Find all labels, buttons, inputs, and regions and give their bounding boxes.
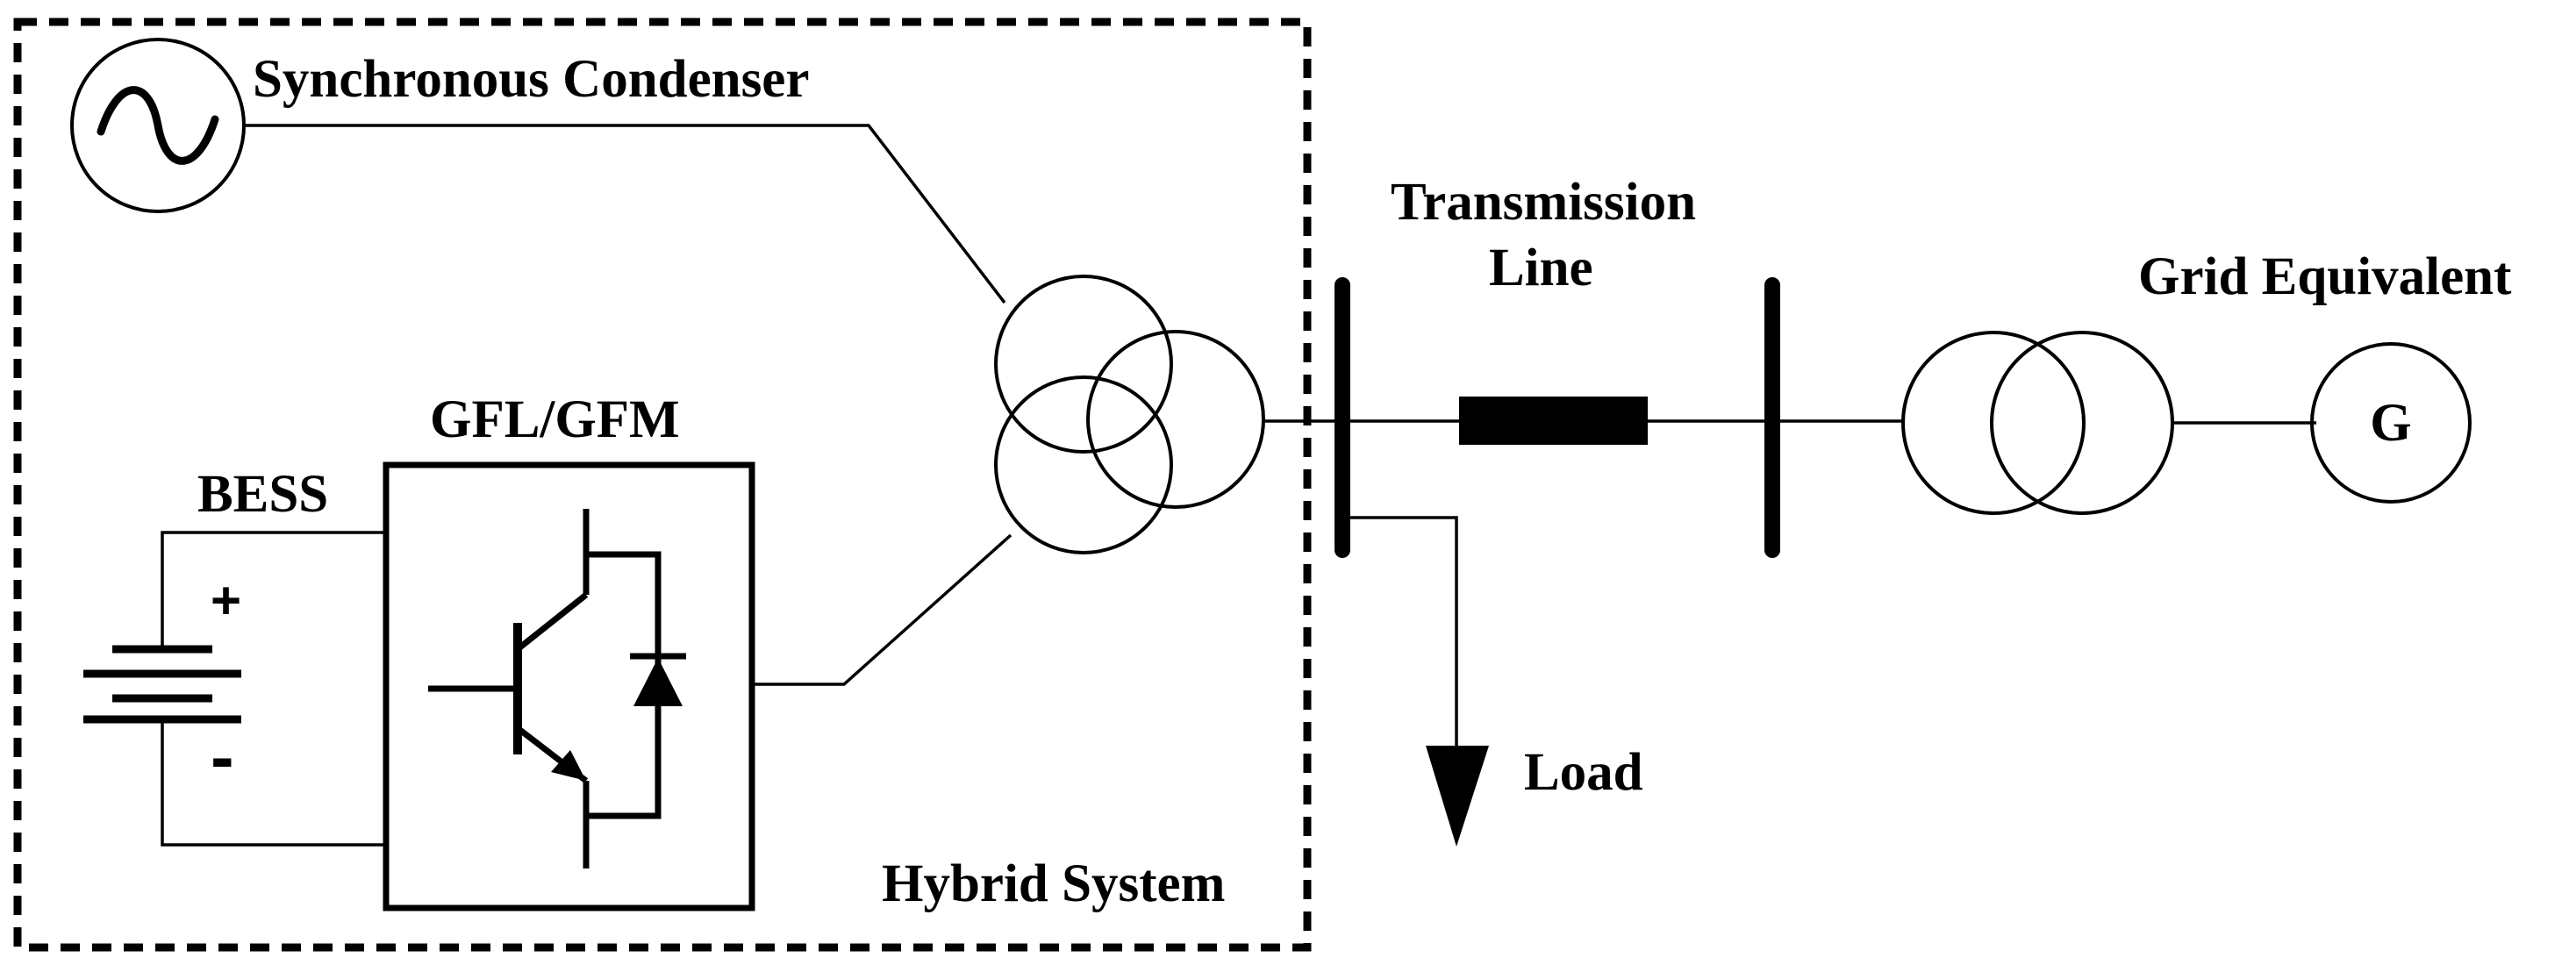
converter-label: GFL/GFM xyxy=(430,390,680,449)
hybrid-system-boundary xyxy=(13,18,1312,952)
battery-icon xyxy=(83,645,241,724)
three-winding-transformer xyxy=(994,275,1265,554)
minus-sign: - xyxy=(211,718,234,796)
generator-label: G xyxy=(2370,394,2411,453)
converter-output-wire xyxy=(752,533,1013,686)
converter-box xyxy=(383,461,755,911)
condenser-wire xyxy=(244,124,1006,304)
plus-sign: + xyxy=(211,571,241,630)
diode-icon xyxy=(586,551,686,819)
load-label: Load xyxy=(1524,743,1643,802)
transformer-winding-bottom xyxy=(994,375,1173,554)
transmission-label-line1: Transmission xyxy=(1391,173,1696,232)
hybrid-system-label: Hybrid System xyxy=(882,854,1225,913)
load-wire xyxy=(1342,516,1458,842)
two-winding-transformer xyxy=(1901,331,2174,515)
grid-generator-icon xyxy=(2310,342,2472,504)
igbt-switch-icon xyxy=(428,509,590,868)
load-arrow-icon xyxy=(1426,746,1489,847)
transmission-line-impedance xyxy=(1459,397,1648,445)
synchronous-condenser-label: Synchronous Condenser xyxy=(253,50,809,109)
battery-bottom-wire xyxy=(161,719,384,847)
grid-equivalent-label: Grid Equivalent xyxy=(2138,247,2512,306)
sine-wave-icon xyxy=(97,86,219,165)
battery-top-wire xyxy=(161,531,384,649)
transmission-label-line2: Line xyxy=(1489,239,1593,297)
transformer-winding-right xyxy=(1086,330,1265,509)
transformer-winding-top xyxy=(994,275,1173,454)
grid-transformer-winding-left xyxy=(1901,331,2086,515)
synchronous-condenser xyxy=(70,38,246,213)
bess-label: BESS xyxy=(197,465,328,524)
